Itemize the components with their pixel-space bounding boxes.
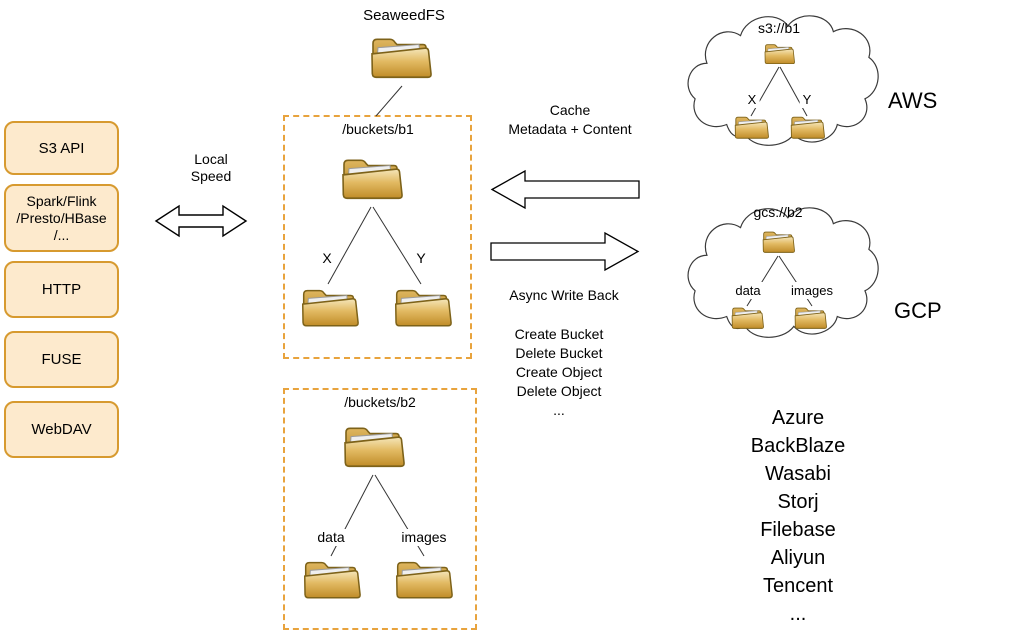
operation-item: Delete Object xyxy=(516,383,602,399)
api-box-spark-line1: Spark/Flink xyxy=(26,192,97,209)
bucket-b1-x-folder-icon xyxy=(301,289,359,327)
api-box-spark: Spark/Flink /Presto/HBase /... xyxy=(4,184,119,252)
async-arrow-right-icon xyxy=(490,231,640,272)
local-speed-line1: Local xyxy=(194,151,228,167)
operations-list: Create Bucket Delete Bucket Create Objec… xyxy=(515,325,604,420)
aws-child-y-label: Y xyxy=(799,91,815,108)
bucket-b1-y-folder-icon xyxy=(394,289,452,327)
bucket-b1-child-x-label: X xyxy=(319,250,335,267)
gcp-child-images-label: images xyxy=(788,282,836,299)
provider-item: Azure xyxy=(771,407,825,429)
aws-provider-label: AWS xyxy=(888,88,938,113)
operation-item: Create Bucket xyxy=(514,326,604,342)
gcp-provider-label: GCP xyxy=(894,298,942,323)
other-providers-list: Azure BackBlaze Wasabi Storj Filebase Al… xyxy=(751,404,846,628)
bucket-b1-child-y-label: Y xyxy=(413,250,429,267)
local-speed-label: Local Speed xyxy=(191,151,231,185)
api-box-http: HTTP xyxy=(4,261,119,318)
seaweedfs-title: SeaweedFS xyxy=(363,7,445,24)
aws-x-folder-icon xyxy=(734,116,769,139)
bucket-b2-folder-icon xyxy=(344,427,405,468)
provider-item: Aliyun xyxy=(770,547,826,569)
aws-y-folder-icon xyxy=(790,116,825,139)
api-box-spark-line3: /... xyxy=(53,226,70,243)
bucket-b2-images-folder-icon xyxy=(395,561,453,599)
provider-item: ... xyxy=(789,603,807,625)
cache-line2: Metadata + Content xyxy=(508,121,632,137)
provider-item: Filebase xyxy=(760,519,836,541)
bucket-b1-folder-icon xyxy=(342,159,403,200)
cache-line1: Cache xyxy=(549,102,591,118)
api-box-s3: S3 API xyxy=(4,121,119,175)
gcp-images-folder-icon xyxy=(794,307,827,329)
api-box-webdav: WebDAV xyxy=(4,401,119,458)
api-box-webdav-label: WebDAV xyxy=(31,421,92,438)
aws-root-folder-icon xyxy=(764,44,795,65)
seaweedfs-folder-icon xyxy=(371,38,432,79)
api-box-spark-line2: /Presto/HBase xyxy=(16,209,107,226)
provider-item: BackBlaze xyxy=(750,435,846,457)
bucket-b2-child-images-label: images xyxy=(398,529,450,546)
bucket-b2-label: /buckets/b2 xyxy=(344,394,416,410)
provider-item: Storj xyxy=(777,491,819,513)
cache-label: Cache Metadata + Content xyxy=(508,101,631,139)
aws-child-x-label: X xyxy=(744,91,760,108)
bucket-b1-label: /buckets/b1 xyxy=(342,121,414,137)
api-box-http-label: HTTP xyxy=(41,281,82,298)
api-box-fuse-label: FUSE xyxy=(41,351,82,368)
async-write-back-label: Async Write Back xyxy=(509,287,619,303)
cache-arrow-left-icon xyxy=(490,169,640,210)
gcp-bucket-label: gcs://b2 xyxy=(753,204,803,220)
provider-item: Tencent xyxy=(762,575,834,597)
gcp-cloud-shape xyxy=(687,207,879,338)
api-box-s3-label: S3 API xyxy=(38,139,85,157)
bucket-b2-data-folder-icon xyxy=(303,561,361,599)
bucket-b2-child-data-label: data xyxy=(314,529,348,546)
gcp-root-folder-icon xyxy=(762,231,795,253)
bucket-b2-box xyxy=(283,388,477,630)
operation-item: Delete Bucket xyxy=(515,345,603,361)
operation-item: Create Object xyxy=(515,364,603,380)
api-box-fuse: FUSE xyxy=(4,331,119,388)
provider-item: Wasabi xyxy=(765,463,831,485)
gcp-child-data-label: data xyxy=(732,282,764,299)
operation-item: ... xyxy=(553,402,565,418)
gcp-data-folder-icon xyxy=(731,307,764,329)
aws-bucket-label: s3://b1 xyxy=(757,20,801,36)
local-speed-line2: Speed xyxy=(190,168,232,184)
double-arrow-icon xyxy=(154,204,248,238)
